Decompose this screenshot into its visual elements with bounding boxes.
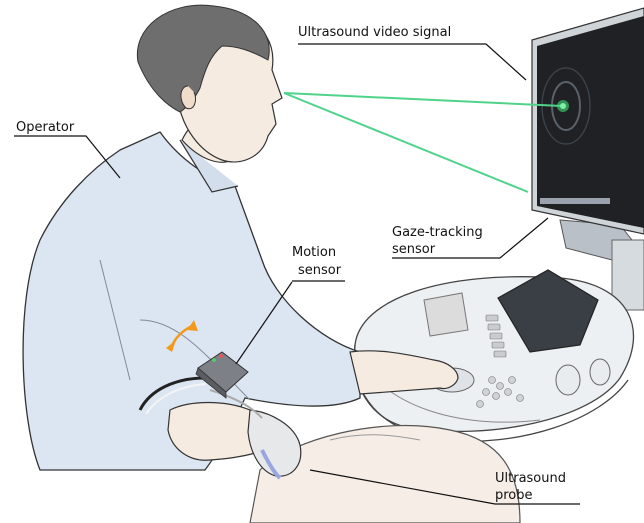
gaze-lines — [284, 93, 562, 192]
label-probe-line1: Ultrasound — [495, 471, 566, 486]
monitor — [532, 8, 644, 260]
gaze-target-icon — [557, 100, 569, 112]
label-gaze-sensor-line1: Gaze-tracking — [392, 225, 483, 240]
console — [354, 240, 644, 441]
label-gaze-sensor-line2: sensor — [392, 242, 436, 257]
ultrasound-screen — [537, 16, 644, 228]
label-motion-sensor-line2: sensor — [298, 263, 342, 278]
label-motion-sensor-line1: Motion — [292, 245, 336, 260]
label-operator: Operator — [16, 120, 75, 135]
label-video-signal: Ultrasound video signal — [298, 25, 451, 40]
label-probe-line2: probe — [495, 488, 533, 503]
